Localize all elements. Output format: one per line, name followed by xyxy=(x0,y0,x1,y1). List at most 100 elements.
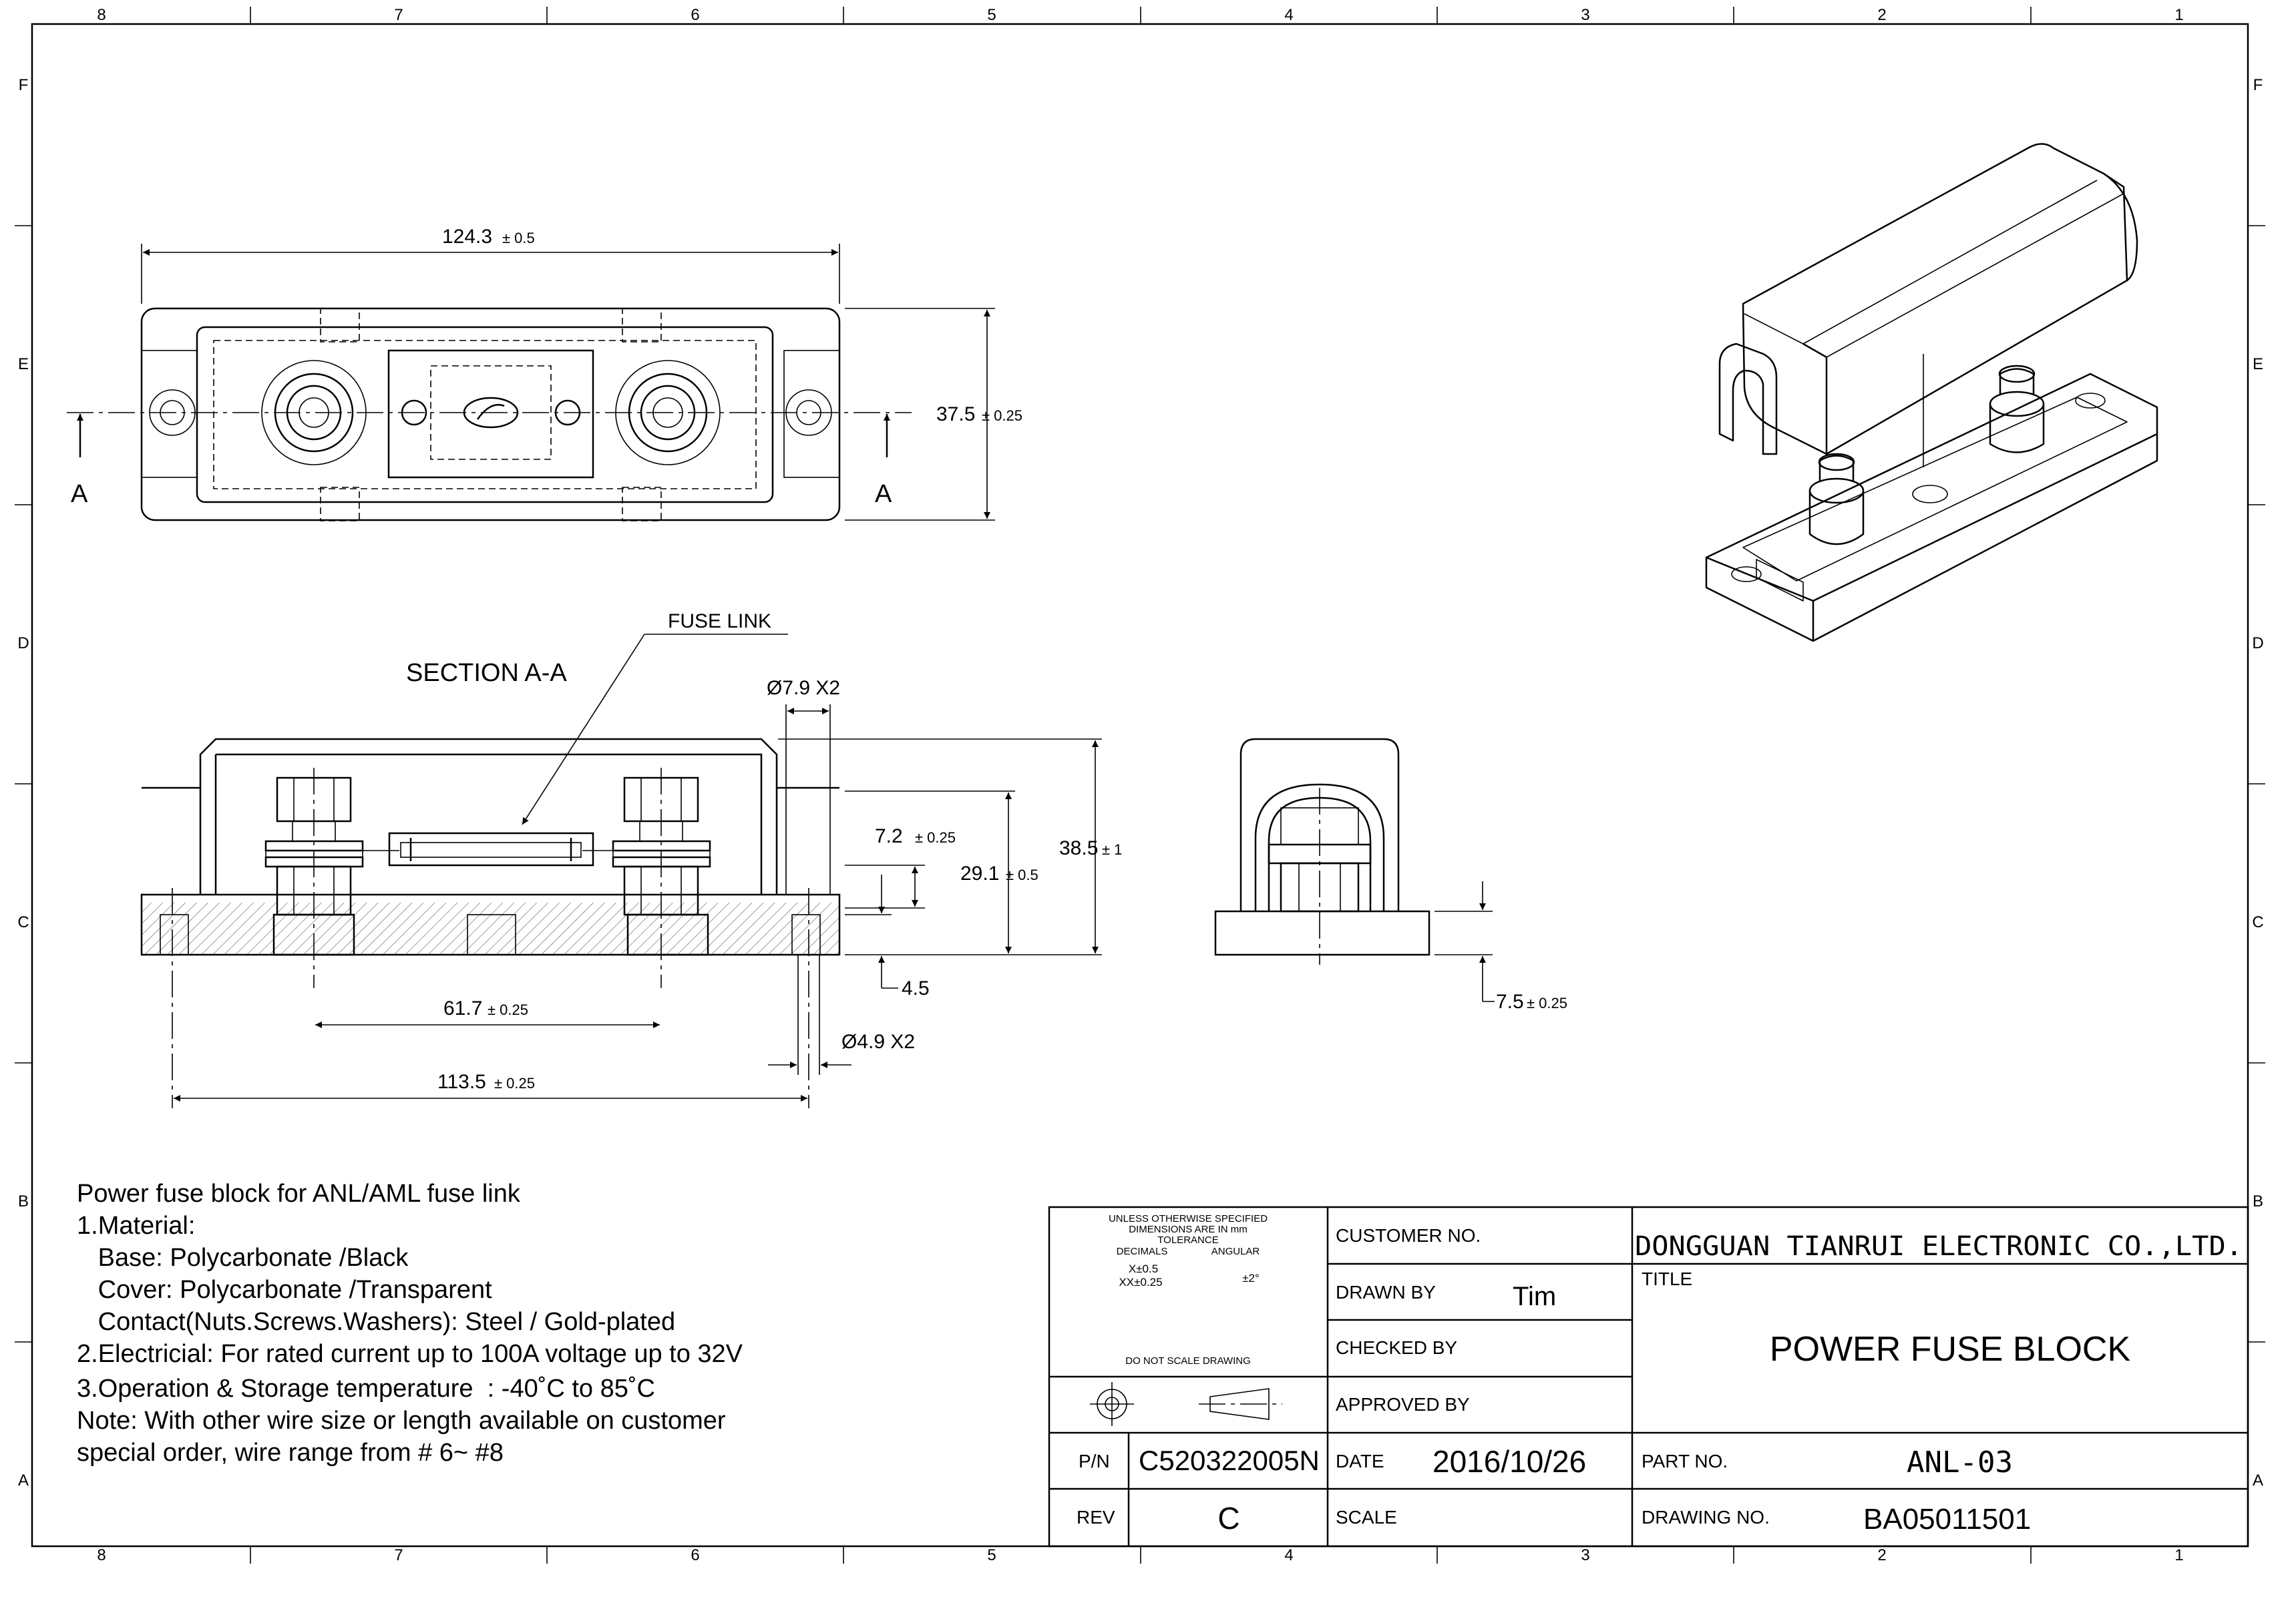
dim-37-5: 37.5 xyxy=(936,403,975,425)
col-label: 3 xyxy=(1581,6,1589,24)
col-label: 5 xyxy=(987,6,996,24)
row-label: D xyxy=(17,634,29,652)
note-line: 3.Operation & Storage temperature : -40˚… xyxy=(77,1375,655,1403)
dim-38-5: 38.5 xyxy=(1059,837,1098,859)
fuse-link-callout: FUSE LINK xyxy=(668,610,771,632)
date-value: 2016/10/26 xyxy=(1432,1444,1586,1479)
col-label: 4 xyxy=(1284,6,1293,24)
note-line: Contact(Nuts.Screws.Washers): Steel / Go… xyxy=(77,1308,675,1336)
row-label: B xyxy=(18,1192,29,1210)
section-title: SECTION A-A xyxy=(406,659,567,687)
dim-37-5-tol: ± 0.25 xyxy=(982,407,1022,424)
tol-ang: ±2° xyxy=(1242,1272,1260,1285)
dim-113-5-tol: ± 0.25 xyxy=(494,1075,535,1092)
end-view: 7.5 ± 0.25 xyxy=(1214,738,1567,1013)
row-label: D xyxy=(2252,634,2263,652)
dim-61-7-tol: ± 0.25 xyxy=(488,1001,528,1018)
dim-124-3: 124.3 xyxy=(442,226,492,248)
col-label: 7 xyxy=(394,6,403,24)
note-line: special order, wire range from # 6~ #8 xyxy=(77,1439,504,1467)
top-view: A A xyxy=(67,307,912,521)
tol-line2: DIMENSIONS ARE IN mm xyxy=(1129,1224,1248,1235)
tol-line1: UNLESS OTHERWISE SPECIFIED xyxy=(1109,1213,1268,1224)
drawn-value: Tim xyxy=(1513,1282,1556,1311)
dim-7-2: 7.2 xyxy=(875,825,903,847)
col-label: 4 xyxy=(1284,1546,1293,1564)
pn-value: C520322005N xyxy=(1139,1445,1320,1476)
title-block: UNLESS OTHERWISE SPECIFIED DIMENSIONS AR… xyxy=(1048,1206,2249,1548)
dim-hole-top: Ø7.9 X2 xyxy=(767,677,840,699)
isometric-view xyxy=(1705,143,2158,642)
section-mark-right: A xyxy=(875,480,892,508)
tol-xx: XX±0.25 xyxy=(1119,1276,1162,1289)
approved-label: APPROVED BY xyxy=(1336,1394,1470,1415)
section-view: SECTION A-A FUSE LINK xyxy=(140,610,841,1108)
col-label: 6 xyxy=(691,6,699,24)
title-label: TITLE xyxy=(1642,1269,1692,1289)
top-view-dimensions: 124.3 ± 0.5 37.5 ± 0.25 xyxy=(141,226,1022,521)
drawing-title: POWER FUSE BLOCK xyxy=(1770,1330,2131,1369)
section-mark-left: A xyxy=(71,480,88,508)
dim-113-5: 113.5 xyxy=(437,1071,486,1093)
col-label: 8 xyxy=(97,6,106,24)
row-labels-left: F E D C B A xyxy=(17,76,29,1490)
note-line: 2.Electricial: For rated current up to 1… xyxy=(77,1340,743,1368)
customer-label: CUSTOMER NO. xyxy=(1336,1225,1481,1246)
row-label: F xyxy=(2253,76,2263,94)
dim-hole-bottom: Ø4.9 X2 xyxy=(841,1031,915,1053)
col-label: 5 xyxy=(987,1546,996,1564)
scale-label: SCALE xyxy=(1336,1507,1397,1528)
section-dimensions: Ø7.9 X2 38.5 ± 1 29.1 ± 0.5 7.2 ± 0.25 4… xyxy=(174,677,1122,1102)
drawn-label: DRAWN BY xyxy=(1336,1282,1436,1303)
dim-29-1: 29.1 xyxy=(960,863,999,885)
fuse-link xyxy=(363,832,613,867)
rev-value: C xyxy=(1217,1501,1239,1536)
dim-7-5: 7.5 xyxy=(1496,991,1524,1013)
note-line: Note: With other wire size or length ava… xyxy=(77,1407,726,1435)
dim-61-7: 61.7 xyxy=(443,997,482,1019)
row-label: C xyxy=(2252,913,2263,931)
dim-4-5: 4.5 xyxy=(902,977,930,999)
col-label: 6 xyxy=(691,1546,699,1564)
note-line: Base: Polycarbonate /Black xyxy=(77,1244,409,1272)
tol-angular: ANGULAR xyxy=(1211,1246,1260,1257)
projection-symbol-icon xyxy=(1090,1382,1282,1426)
drawingno-value: BA05011501 xyxy=(1863,1503,2031,1536)
row-label: F xyxy=(19,76,29,94)
tol-x: X±0.5 xyxy=(1129,1263,1158,1275)
dim-29-1-tol: ± 0.5 xyxy=(1006,867,1038,883)
col-label: 2 xyxy=(1877,6,1886,24)
dim-38-5-tol: ± 1 xyxy=(1102,841,1122,858)
row-label: E xyxy=(2253,355,2263,373)
partno-label: PART NO. xyxy=(1642,1451,1728,1471)
col-label: 1 xyxy=(2174,1546,2183,1564)
col-label: 2 xyxy=(1877,1546,1886,1564)
note-line: Cover: Polycarbonate /Transparent xyxy=(77,1276,492,1304)
column-labels-top: 8 7 6 5 4 3 2 1 xyxy=(97,6,2183,24)
dim-7-2-tol: ± 0.25 xyxy=(915,829,956,846)
column-labels-bottom: 8 7 6 5 4 3 2 1 xyxy=(97,1546,2183,1564)
notes-block: Power fuse block for ANL/AML fuse link 1… xyxy=(77,1180,743,1467)
drawingno-label: DRAWING NO. xyxy=(1642,1507,1770,1528)
row-label: A xyxy=(18,1471,29,1490)
row-labels-right: F E D C B A xyxy=(2252,76,2263,1490)
col-label: 1 xyxy=(2174,6,2183,24)
pn-label: P/N xyxy=(1079,1451,1110,1471)
dim-7-5-tol: ± 0.25 xyxy=(1527,995,1567,1011)
dim-124-3-tol: ± 0.5 xyxy=(502,230,535,246)
rev-label: REV xyxy=(1077,1507,1115,1528)
partno-value: ANL-03 xyxy=(1907,1445,2013,1479)
row-label: A xyxy=(2253,1471,2263,1490)
do-not-scale: DO NOT SCALE DRAWING xyxy=(1125,1355,1251,1367)
row-label: B xyxy=(2253,1192,2263,1210)
col-label: 8 xyxy=(97,1546,106,1564)
company-name: DONGGUAN TIANRUI ELECTRONIC CO.,LTD. xyxy=(1635,1231,2243,1262)
col-label: 7 xyxy=(394,1546,403,1564)
col-label: 3 xyxy=(1581,1546,1589,1564)
note-line: Power fuse block for ANL/AML fuse link xyxy=(77,1180,521,1208)
date-label: DATE xyxy=(1336,1451,1384,1471)
tol-line3: TOLERANCE xyxy=(1157,1234,1218,1246)
note-line: 1.Material: xyxy=(77,1212,195,1240)
row-label: E xyxy=(18,355,29,373)
